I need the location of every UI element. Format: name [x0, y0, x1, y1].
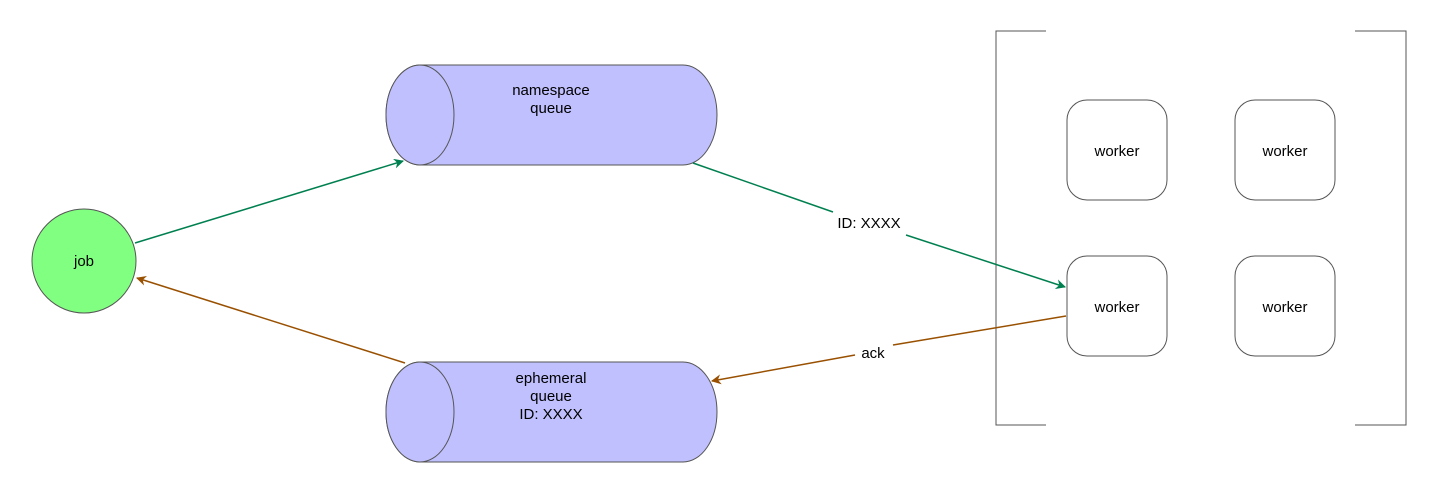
namespace-queue-cap — [385, 64, 455, 166]
worker-to-ephemeral-queue-arrow[interactable] — [711, 354, 856, 385]
worker-pool-bracket — [995, 30, 1407, 426]
worker-node[interactable]: worker — [1234, 255, 1336, 357]
worker-pool-bracket-left — [995, 30, 1046, 426]
namespace-queue-to-worker-arrow[interactable] — [905, 234, 1066, 289]
dispatch-edge-label: ID: XXXX — [837, 215, 900, 232]
namespace-queue-label-line2: queue — [530, 100, 572, 117]
worker-box — [1234, 99, 1336, 201]
ephemeral-queue-label-line3: ID: XXXX — [519, 406, 582, 423]
namespace-queue-label-line1: namespace — [512, 82, 590, 99]
ephemeral-queue-to-job-arrow[interactable] — [136, 275, 406, 364]
job-circle — [31, 208, 137, 314]
worker-label: worker — [1261, 299, 1307, 316]
ephemeral-queue[interactable]: ephemeral queue ID: XXXX — [385, 361, 718, 463]
job-label: job — [73, 253, 94, 270]
namespace-queue[interactable]: namespace queue — [385, 64, 718, 166]
namespace-queue-to-worker-arrow-segment[interactable] — [692, 162, 834, 213]
worker-node[interactable]: worker — [1066, 255, 1168, 357]
ephemeral-queue-label-line1: ephemeral — [516, 370, 587, 387]
worker-box — [1066, 255, 1168, 357]
worker-node[interactable]: worker — [1234, 99, 1336, 201]
job-to-namespace-queue-arrow[interactable] — [134, 158, 404, 244]
worker-box — [1234, 255, 1336, 357]
worker-label: worker — [1261, 143, 1307, 160]
worker-box — [1066, 99, 1168, 201]
ephemeral-queue-label-line2: queue — [530, 388, 572, 405]
ack-edge-label: ack — [861, 345, 885, 362]
worker-pool-bracket-right — [1355, 30, 1407, 426]
worker-to-ephemeral-queue-arrow-segment[interactable] — [892, 315, 1067, 346]
worker-label: worker — [1093, 143, 1139, 160]
worker-label: worker — [1093, 299, 1139, 316]
ephemeral-queue-cap — [385, 361, 455, 463]
worker-node[interactable]: worker — [1066, 99, 1168, 201]
job-node[interactable]: job — [31, 208, 137, 314]
